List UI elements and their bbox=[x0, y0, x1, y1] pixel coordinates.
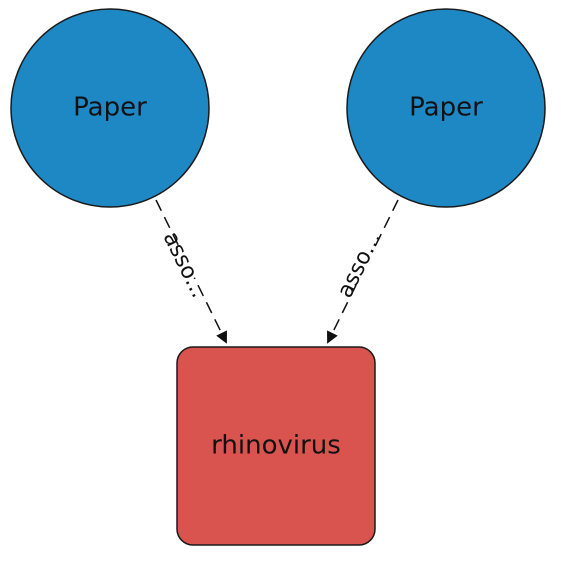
edge-paper-1-to-rhinovirus[interactable]: asso... bbox=[138, 199, 230, 344]
paper-node-circle bbox=[346, 8, 546, 208]
paper-node-circle bbox=[10, 8, 210, 208]
node-paper-1[interactable]: Paper bbox=[10, 8, 210, 208]
node-label: Paper bbox=[73, 93, 147, 123]
node-rhinovirus[interactable]: rhinovirus bbox=[176, 346, 376, 546]
node-label: rhinovirus bbox=[211, 431, 341, 461]
entity-node-box bbox=[176, 346, 376, 546]
edge-paper-2-to-rhinovirus[interactable]: asso... bbox=[315, 199, 407, 344]
node-paper-2[interactable]: Paper bbox=[346, 8, 546, 208]
node-label: Paper bbox=[409, 93, 483, 123]
